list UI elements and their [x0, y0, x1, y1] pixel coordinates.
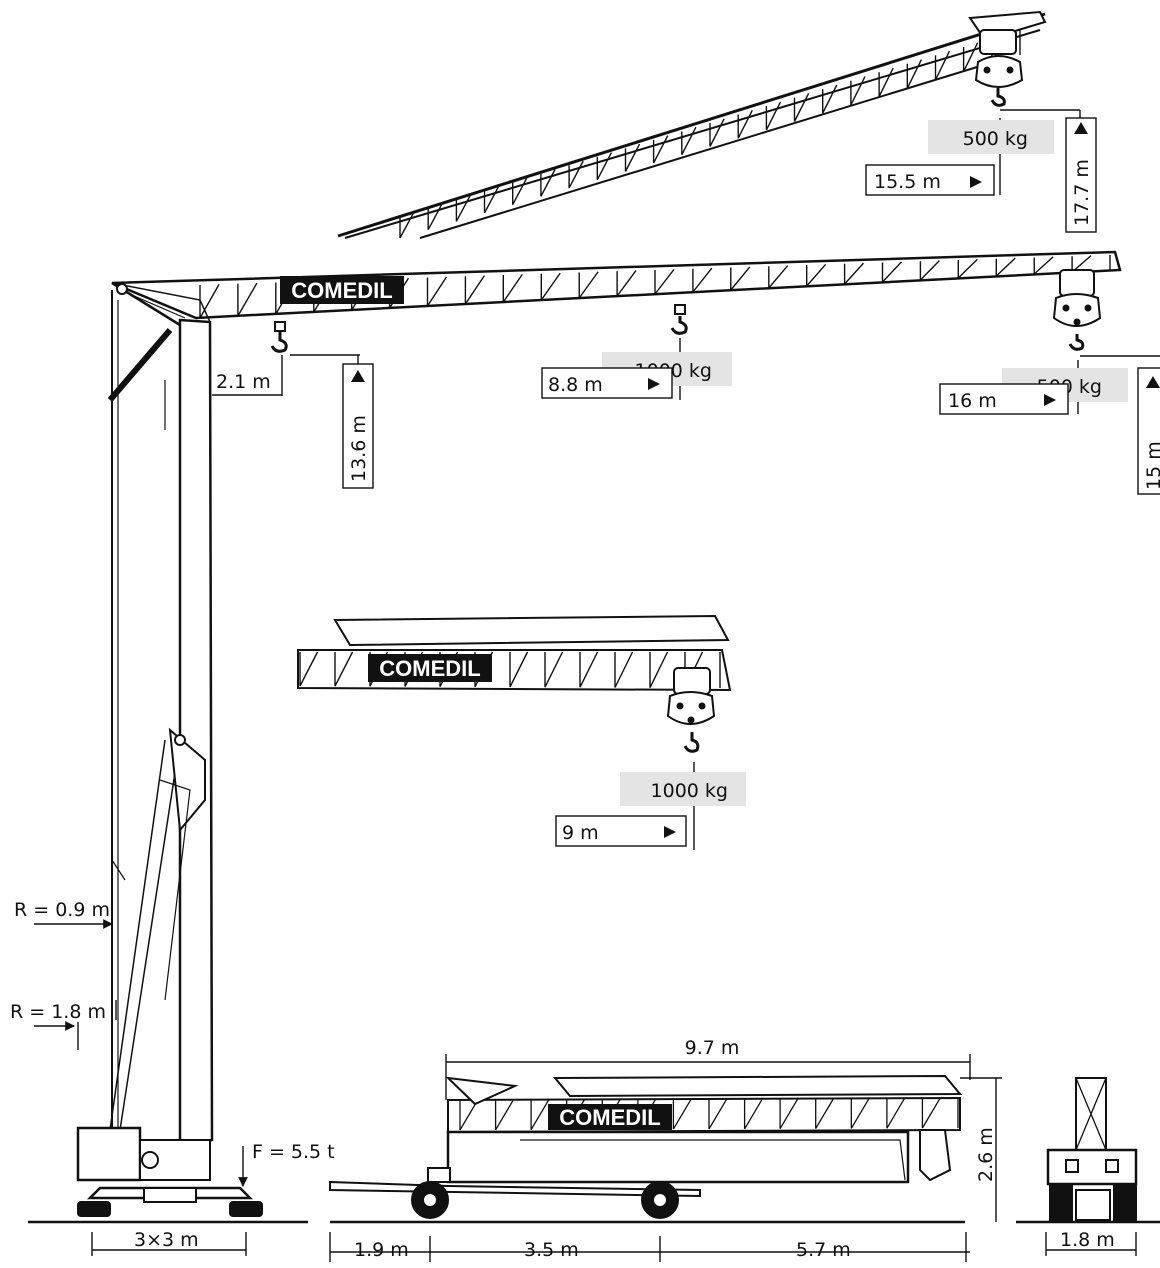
- main-near-reach: 2.1 m: [216, 371, 271, 393]
- transport-front-view: [1046, 1077, 1138, 1223]
- folded-jib: [297, 614, 732, 753]
- transport-side-view: [329, 1074, 963, 1219]
- brand-label: COMEDIL: [291, 278, 392, 303]
- footprint-label: 3×3 m: [134, 1229, 199, 1251]
- brand-label: COMEDIL: [559, 1105, 660, 1130]
- arrow-right-icon: [970, 176, 982, 188]
- front-width-label: 1.8 m: [1060, 1229, 1115, 1251]
- load-label-bg: [620, 772, 746, 806]
- transport-length-label: 9.7 m: [685, 1037, 740, 1059]
- arrow-up-icon: [1074, 122, 1088, 134]
- brand-plate-folded: COMEDIL: [368, 654, 492, 682]
- height-box: [1065, 117, 1097, 233]
- main-height: 13.6 m: [348, 415, 370, 482]
- front-overhang-label: 1.9 m: [354, 1239, 409, 1261]
- height-box: [1137, 367, 1160, 495]
- radius-large-label: R = 1.8 m: [10, 1001, 106, 1023]
- arrow-up-icon: [351, 370, 365, 382]
- crane-mast: [76, 290, 263, 1217]
- upper-tip-reach: 15.5 m: [874, 171, 941, 193]
- folded-load: 1000 kg: [651, 780, 728, 802]
- transport-height-label: 2.6 m: [975, 1127, 997, 1182]
- main-mid-reach: 8.8 m: [548, 374, 603, 396]
- arrow-right-icon: [648, 378, 660, 390]
- wheelbase-label: 3.5 m: [524, 1239, 579, 1261]
- main-tip-height: 15 m: [1143, 441, 1160, 490]
- brand-plate-main: COMEDIL: [280, 276, 404, 304]
- load-label-bg: [928, 120, 1054, 154]
- rear-overhang-label: 5.7 m: [796, 1239, 851, 1261]
- main-tip-reach: 16 m: [948, 390, 997, 412]
- upper-tip-height: 17.7 m: [1071, 159, 1093, 226]
- dimension-lines: [34, 109, 1160, 1262]
- arrow-right-icon: [1044, 394, 1056, 406]
- arrow-up-icon: [1146, 376, 1160, 388]
- radius-small-label: R = 0.9 m: [14, 899, 110, 921]
- raised-jib: [337, 10, 1047, 239]
- arrow-right-icon: [664, 826, 676, 838]
- folded-reach: 9 m: [562, 822, 599, 844]
- brand-plate-transport: COMEDIL: [548, 1104, 672, 1130]
- force-label: F = 5.5 t: [252, 1141, 335, 1163]
- brand-label: COMEDIL: [379, 656, 480, 681]
- height-box: [342, 363, 374, 489]
- main-jib: [111, 250, 1122, 353]
- upper-tip-load: 500 kg: [963, 128, 1028, 150]
